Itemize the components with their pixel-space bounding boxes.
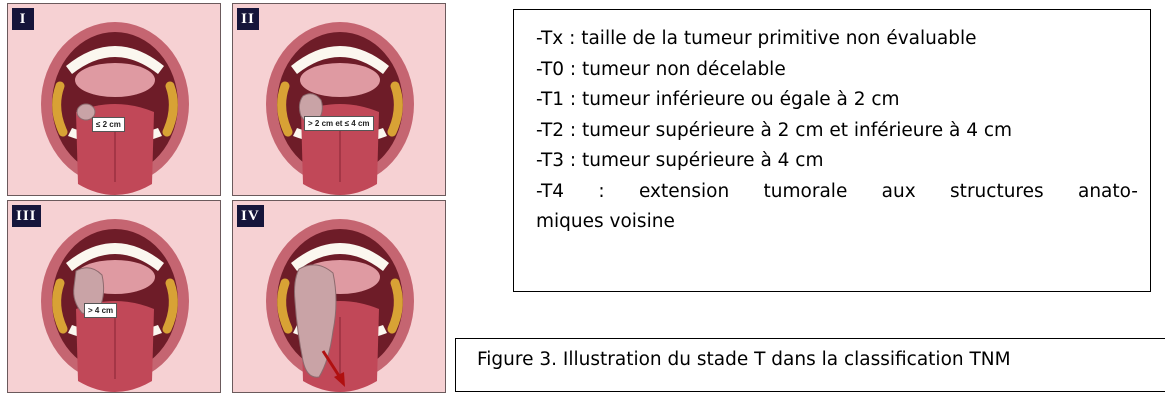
stage-badge: II: [237, 8, 259, 30]
mouth-illustration-2: [233, 4, 446, 196]
tumor-size-label: > 2 cm et ≤ 4 cm: [304, 116, 374, 131]
definition-tx: -Tx : taille de la tumeur primitive non …: [536, 24, 1138, 55]
definition-t1: -T1 : tumeur inférieure ou égale à 2 cm: [536, 85, 1138, 116]
mouth-illustration-4: [233, 201, 446, 393]
tumor-size-label: ≤ 2 cm: [92, 117, 125, 132]
stage-panel-1: I ≤ 2 cm: [7, 3, 221, 196]
mouth-illustration-1: [8, 4, 221, 196]
stage-badge: I: [12, 8, 34, 30]
definition-t2: -T2 : tumeur supérieure à 2 cm et inféri…: [536, 116, 1138, 147]
t-stage-definitions: -Tx : taille de la tumeur primitive non …: [513, 9, 1151, 292]
stage-panel-2: II > 2 cm et ≤ 4 cm: [232, 3, 446, 196]
stage-badge: III: [12, 205, 41, 227]
stage-badge: IV: [237, 205, 264, 227]
mouth-illustration-3: [8, 201, 221, 393]
definition-t3: -T3 : tumeur supérieure à 4 cm: [536, 146, 1138, 177]
definition-t4-line2: miques voisine: [536, 207, 1138, 238]
stage-panel-4: IV: [232, 200, 446, 393]
definition-t0: -T0 : tumeur non décelable: [536, 55, 1138, 86]
tumor-size-label: > 4 cm: [84, 303, 117, 318]
stage-panel-3: III > 4 cm: [7, 200, 221, 393]
definition-t4-line1: -T4 : extension tumorale aux structures …: [536, 177, 1138, 208]
figure-caption: Figure 3. Illustration du stade T dans l…: [455, 338, 1165, 392]
